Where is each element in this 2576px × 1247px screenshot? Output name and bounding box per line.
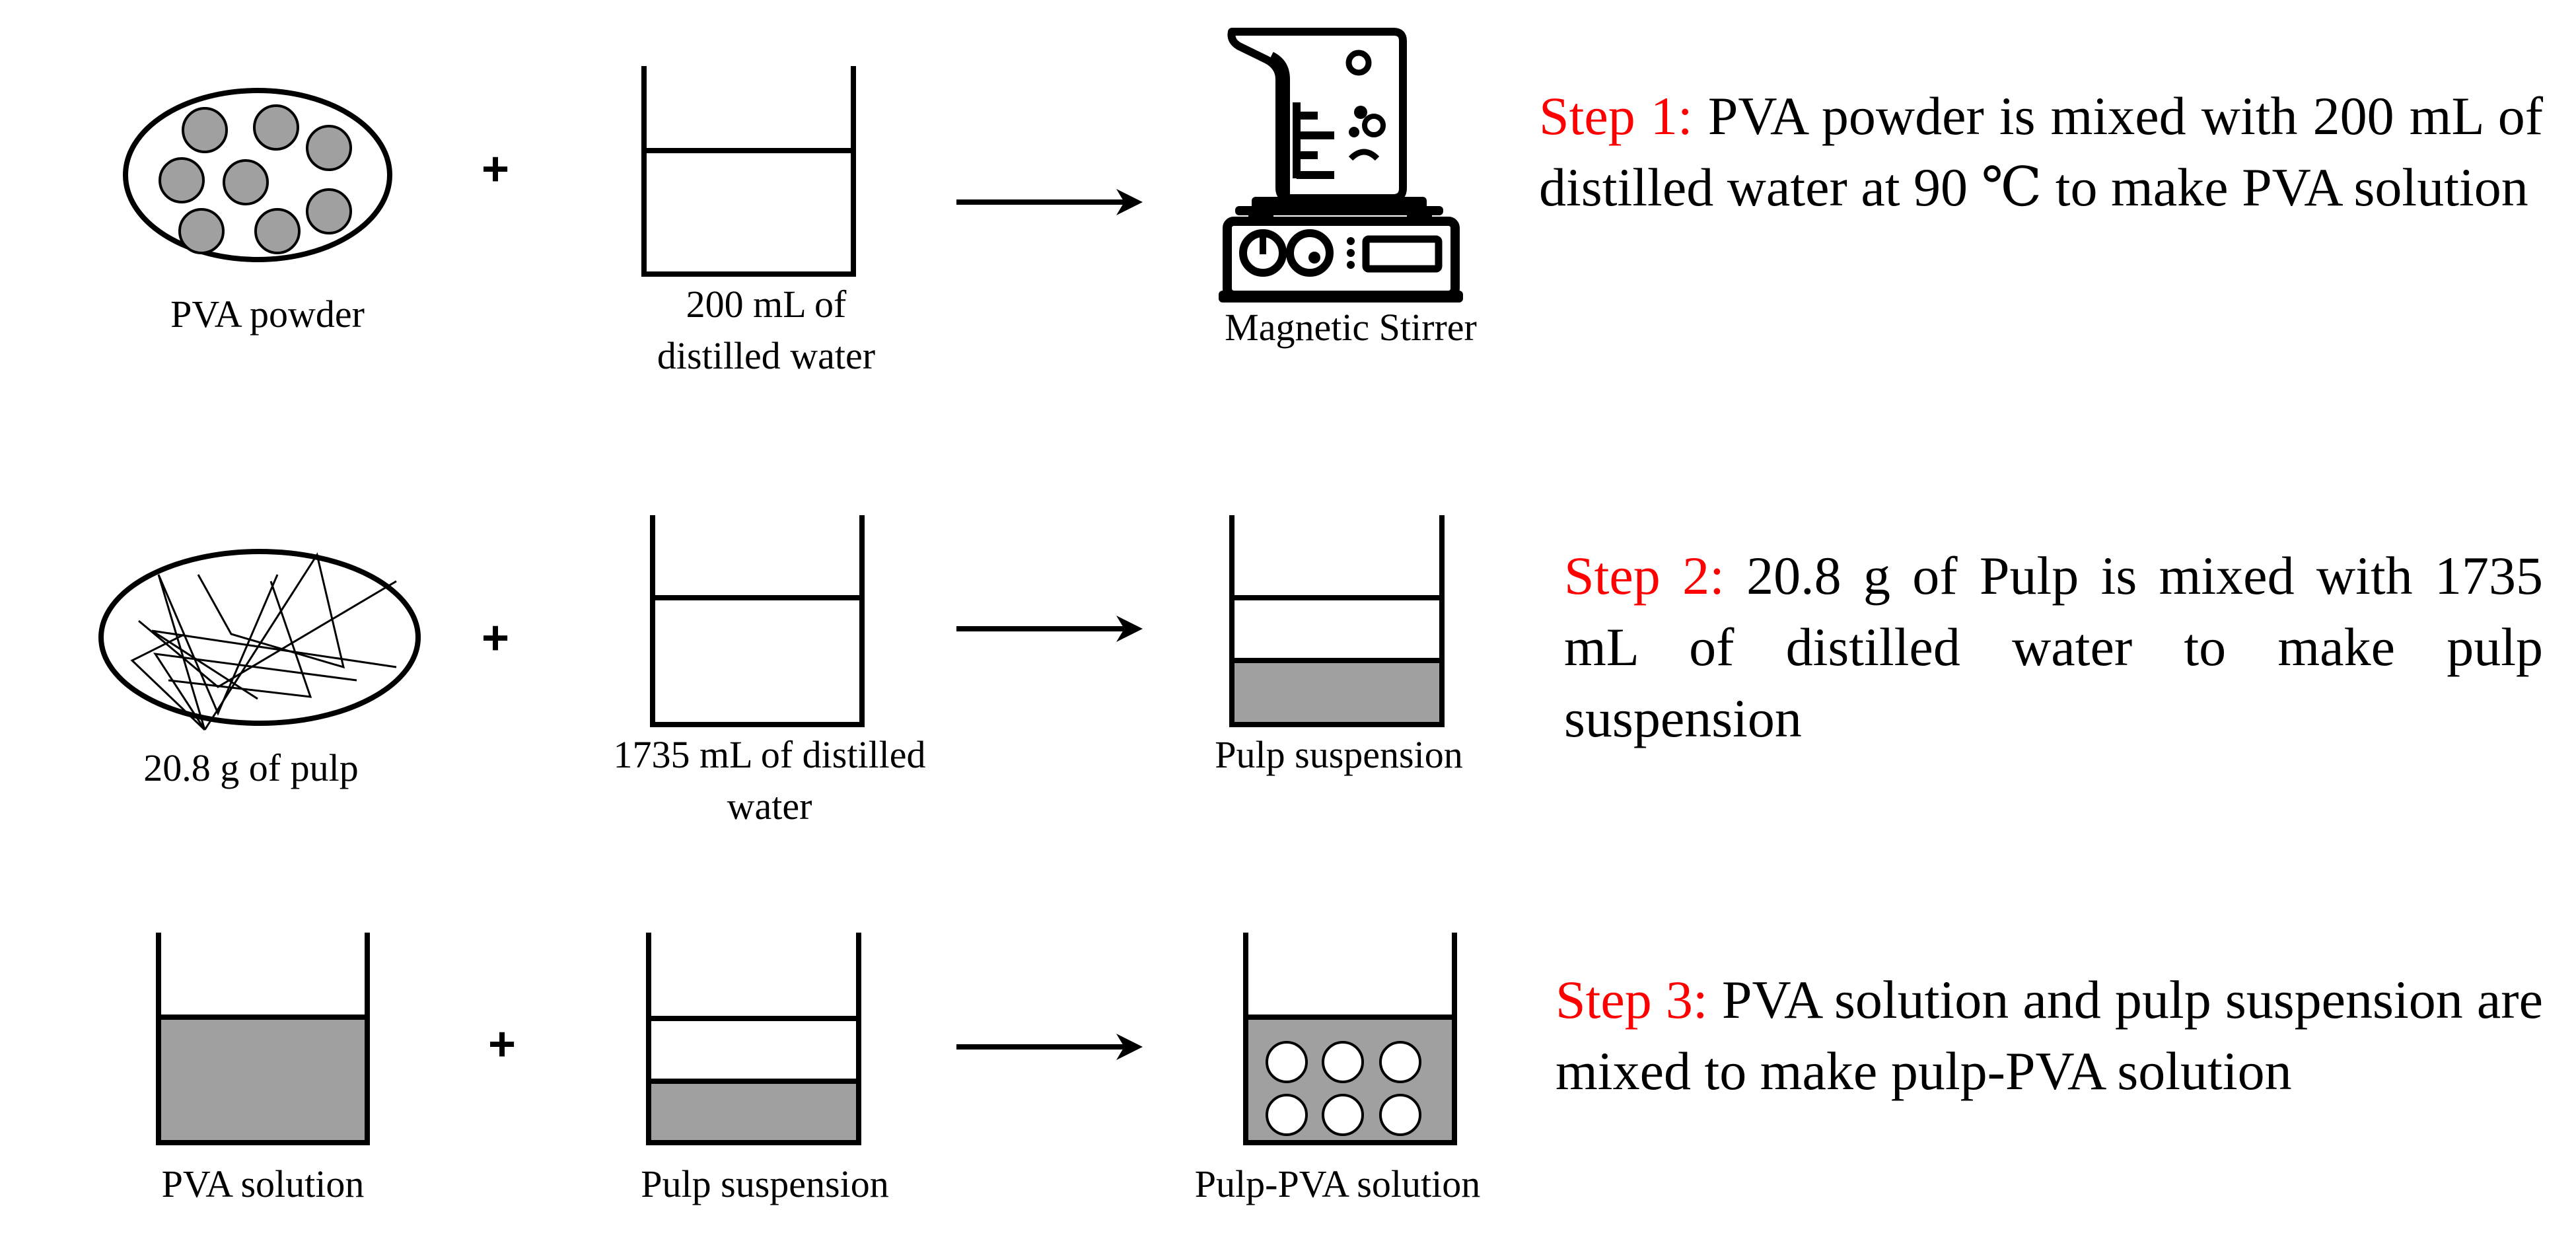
step2-body: 20.8 g of Pulp is mixed with 1735 mL of … bbox=[1564, 546, 2543, 748]
powder-dish-icon bbox=[123, 88, 392, 262]
step1-body: PVA powder is mixed with 200 mL of disti… bbox=[1539, 86, 2543, 217]
plus-sign: + bbox=[488, 1018, 516, 1071]
label-pva-powder: PVA powder bbox=[170, 293, 365, 336]
step3-row: PVA solution + Pulp suspension bbox=[156, 933, 1480, 1205]
label-water-line2: distilled water bbox=[657, 334, 875, 377]
label-pva-solution: PVA solution bbox=[162, 1162, 365, 1205]
label-pulp: 20.8 g of pulp bbox=[143, 746, 358, 789]
step3-label: Step 3: bbox=[1556, 970, 1708, 1030]
arrow-icon bbox=[956, 189, 1143, 215]
beaker-icon bbox=[641, 66, 856, 277]
label-water-line1: 200 mL of bbox=[686, 283, 847, 326]
step1-description: Step 1: PVA powder is mixed with 200 mL … bbox=[1539, 81, 2543, 223]
pulp-fiber-dish-icon bbox=[98, 549, 421, 731]
step2-label: Step 2: bbox=[1564, 546, 1725, 606]
beaker-icon bbox=[650, 515, 865, 727]
plus-sign: + bbox=[482, 612, 509, 664]
step3-body: PVA solution and pulp suspension are mix… bbox=[1556, 970, 2543, 1101]
beaker-icon bbox=[646, 933, 861, 1145]
arrow-icon bbox=[956, 616, 1143, 642]
step3-description: Step 3: PVA solution and pulp suspension… bbox=[1556, 964, 2543, 1107]
magnetic-stirrer-icon bbox=[1219, 28, 1463, 303]
arrow-icon bbox=[956, 1034, 1143, 1060]
plus-sign: + bbox=[482, 143, 509, 196]
beaker-icon bbox=[1229, 515, 1445, 727]
label-pulp-suspension: Pulp suspension bbox=[641, 1162, 888, 1205]
beaker-icon bbox=[1243, 933, 1457, 1145]
label-magnetic-stirrer: Magnetic Stirrer bbox=[1225, 306, 1477, 349]
step2-description: Step 2: 20.8 g of Pulp is mixed with 173… bbox=[1564, 540, 2543, 754]
label-pulp-pva-solution: Pulp-PVA solution bbox=[1195, 1162, 1480, 1205]
label-pulp-suspension: Pulp suspension bbox=[1215, 733, 1462, 776]
step1-label: Step 1: bbox=[1539, 86, 1693, 146]
label-water-line1: 1735 mL of distilled bbox=[613, 733, 925, 776]
label-water-line2: water bbox=[727, 785, 812, 828]
beaker-icon bbox=[156, 933, 370, 1145]
step2-row: 20.8 g of pulp + 1735 mL of distilled wa… bbox=[98, 515, 1463, 828]
step1-row: PVA powder + 200 mL of distilled water bbox=[123, 28, 1477, 377]
